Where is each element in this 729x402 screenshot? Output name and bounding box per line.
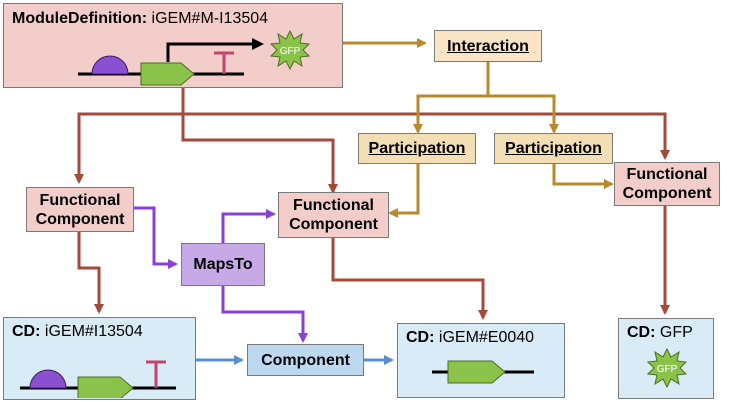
component-definition-box-2[interactable]: CD: iGEM#E0040 xyxy=(397,323,565,398)
md-to-fc3-connector xyxy=(183,112,670,160)
module-circuit-glyphs: GFP xyxy=(78,29,311,86)
functional-component-box-2[interactable]: Functional Component xyxy=(278,192,389,238)
cd1-circuit-glyphs xyxy=(20,360,176,398)
participation-label: Participation xyxy=(368,140,466,157)
gfp-protein-glyph: GFP xyxy=(646,347,688,389)
component-definition-box-1[interactable]: CD: iGEM#I13504 xyxy=(3,317,196,400)
cds-glyph xyxy=(140,62,195,86)
cd-id: iGEM#I13504 xyxy=(44,323,143,340)
interaction-box[interactable]: Interaction xyxy=(434,30,542,62)
terminator-glyph xyxy=(214,51,234,74)
functional-component-label-line1: Functional xyxy=(39,191,121,209)
participation-label: Participation xyxy=(505,140,602,157)
functional-component-label-line1: Functional xyxy=(626,166,708,183)
module-definition-box[interactable]: ModuleDefinition: iGEM#M-I13504 GFP xyxy=(3,3,343,88)
component-label: Component xyxy=(261,351,350,369)
cd2-circuit-glyphs xyxy=(432,360,534,384)
svg-text:GFP: GFP xyxy=(657,364,678,375)
fc2-to-cd2-connector xyxy=(331,238,488,320)
functional-component-box-1[interactable]: Functional Component xyxy=(26,187,134,232)
cd-label: CD: xyxy=(627,324,656,341)
module-definition-id: iGEM#M-I13504 xyxy=(151,10,269,27)
cd-label: CD: xyxy=(406,329,435,346)
gfp-protein-glyph: GFP xyxy=(269,29,311,71)
cd-label: CD: xyxy=(12,323,41,340)
participation1-to-fc2-connector xyxy=(388,164,420,218)
cds-glyph xyxy=(77,376,134,398)
interaction-to-participation2-connector xyxy=(488,94,559,134)
cd-id: iGEM#E0040 xyxy=(438,329,535,346)
maps-to-box[interactable]: MapsTo xyxy=(181,243,265,286)
terminator-glyph xyxy=(146,360,166,388)
participation2-to-fc3-connector xyxy=(552,164,614,189)
interaction-label: Interaction xyxy=(447,37,529,55)
cd-id: GFP xyxy=(659,324,693,341)
md-to-fc2-connector xyxy=(181,114,338,194)
promoter-glyph xyxy=(29,369,67,389)
transcription-arrow-glyph xyxy=(166,42,254,62)
fc1-to-mapsto-connector xyxy=(134,206,178,269)
mapsto-to-fc2-connector xyxy=(221,209,276,243)
participation-box-2[interactable]: Participation xyxy=(494,133,613,164)
module-definition-label: ModuleDefinition: xyxy=(12,10,148,27)
mapsto-to-component-connector xyxy=(221,286,308,343)
svg-text:GFP: GFP xyxy=(280,46,301,57)
promoter-glyph xyxy=(91,55,129,75)
maps-to-label: MapsTo xyxy=(193,256,253,273)
functional-component-label-line2: Component xyxy=(289,216,378,233)
functional-component-box-3[interactable]: Functional Component xyxy=(614,162,720,206)
cd3-gfp-glyph: GFP xyxy=(646,347,688,389)
component-definition-box-3[interactable]: CD: GFP GFP xyxy=(618,318,714,399)
md-to-fc1-connector xyxy=(74,88,185,184)
participation-box-1[interactable]: Participation xyxy=(358,133,476,164)
functional-component-label-line1: Functional xyxy=(293,197,374,214)
functional-component-label-line2: Component xyxy=(622,185,712,202)
fc1-to-cd1-connector xyxy=(77,232,104,314)
functional-component-label-line2: Component xyxy=(35,210,125,228)
component-box[interactable]: Component xyxy=(247,344,364,376)
interaction-to-participation1-connector xyxy=(413,62,490,134)
cds-glyph xyxy=(447,360,506,384)
